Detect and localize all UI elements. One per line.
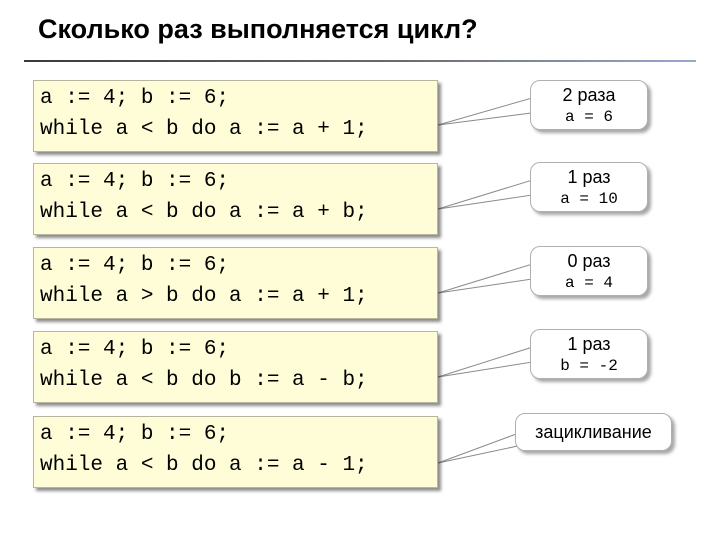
answer-count: зацикливание [535, 422, 652, 442]
code-block: a := 4; b := 6; while a < b do b := a - … [33, 331, 438, 403]
code-line: while a < b do a := a + b; [40, 201, 368, 224]
code-line: a := 4; b := 6; [40, 423, 230, 446]
callout-pointer [437, 95, 540, 126]
callout-pointer [437, 261, 540, 294]
title-divider [24, 60, 696, 62]
code-line: while a < b do a := a + 1; [40, 118, 368, 141]
code-line: a := 4; b := 6; [40, 87, 230, 110]
code-line: while a < b do a := a - 1; [40, 454, 368, 477]
answer-detail: b = -2 [560, 357, 618, 375]
answer-callout: 2 раза a = 6 [530, 80, 648, 130]
answer-count: 1 раз [567, 167, 611, 187]
code-block: a := 4; b := 6; while a > b do a := a + … [33, 247, 438, 319]
code-block: a := 4; b := 6; while a < b do a := a + … [33, 80, 438, 152]
answer-detail: a = 4 [564, 274, 613, 292]
code-block: a := 4; b := 6; while a < b do a := a + … [33, 163, 438, 235]
callout-pointer [437, 429, 528, 464]
code-line: while a < b do b := a - b; [40, 369, 368, 392]
answer-callout: 1 раз b = -2 [530, 329, 648, 379]
code-line: a := 4; b := 6; [40, 170, 230, 193]
slide-title: Сколько раз выполняется цикл? [38, 14, 478, 44]
answer-count: 2 раза [562, 85, 616, 105]
code-line: a := 4; b := 6; [40, 338, 230, 361]
callout-pointer [437, 177, 540, 210]
answer-callout: 1 раз a = 10 [530, 162, 648, 212]
code-line: while a > b do a := a + 1; [40, 285, 368, 308]
answer-detail: a = 10 [560, 190, 618, 208]
answer-count: 0 раз [567, 251, 611, 271]
code-line: a := 4; b := 6; [40, 254, 230, 277]
code-block: a := 4; b := 6; while a < b do a := a - … [33, 416, 438, 488]
answer-detail: a = 6 [564, 108, 613, 126]
callout-pointer [437, 344, 540, 378]
answer-count: 1 раз [567, 334, 611, 354]
answer-callout: 0 раз a = 4 [530, 246, 648, 296]
answer-callout: зацикливание [515, 413, 672, 451]
